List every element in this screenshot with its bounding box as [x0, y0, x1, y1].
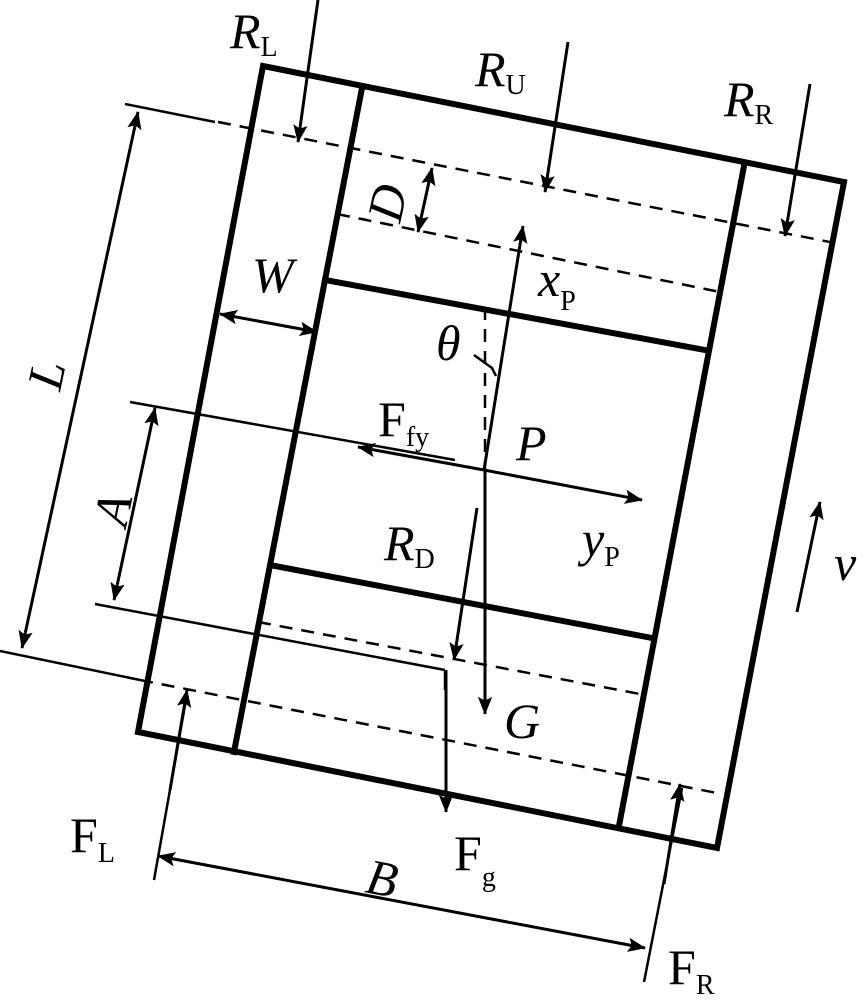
label-FR: FR: [668, 939, 715, 1001]
label-W: W: [252, 247, 298, 303]
A-dimension: [110, 407, 159, 601]
label-G: G: [504, 693, 540, 749]
RL-force-arrow: [293, 0, 320, 143]
W-dimension: [219, 310, 318, 336]
label-RR: RR: [723, 71, 774, 131]
label-A: A: [81, 488, 143, 533]
track-boundaries: [230, 84, 748, 830]
label-theta: θ: [436, 315, 461, 371]
diagram-labels: RL RU RR D W xP θ L A Ffy P yP RD v G FL…: [16, 3, 857, 1001]
label-Fg: Fg: [454, 825, 496, 893]
D-dimension: [414, 167, 436, 233]
velocity-arrow: [795, 501, 824, 613]
B-dimension: [157, 852, 646, 952]
L-dimension: [18, 111, 142, 649]
dimension-arrows: [18, 111, 646, 952]
label-yP: yP: [577, 511, 620, 573]
xP-axis-arrow: [482, 225, 528, 471]
label-RU: RU: [474, 41, 526, 101]
RR-force-arrow: [780, 83, 812, 237]
label-FL: FL: [70, 807, 115, 869]
vehicle-outline: [134, 62, 848, 852]
FL-force-arrow: [168, 689, 192, 791]
RD-force-arrow: [449, 507, 479, 661]
body-cross-members: [271, 276, 709, 642]
Ffy-force-arrow: [357, 442, 485, 472]
label-P: P: [515, 415, 547, 471]
FR-force-arrow: [662, 783, 685, 885]
label-L: L: [16, 355, 77, 395]
RU-force-arrow: [540, 41, 570, 193]
label-RD: RD: [383, 515, 435, 575]
label-Ffy: Ffy: [378, 391, 429, 453]
dashed-reference-lines: [139, 120, 841, 796]
label-RL: RL: [229, 3, 278, 63]
yP-axis-arrow: [483, 468, 643, 504]
force-arrows: [168, 0, 824, 885]
label-xP: xP: [537, 251, 576, 317]
label-B: B: [362, 848, 403, 909]
label-v: v: [834, 535, 857, 591]
theta-angle-arc: [473, 353, 498, 377]
